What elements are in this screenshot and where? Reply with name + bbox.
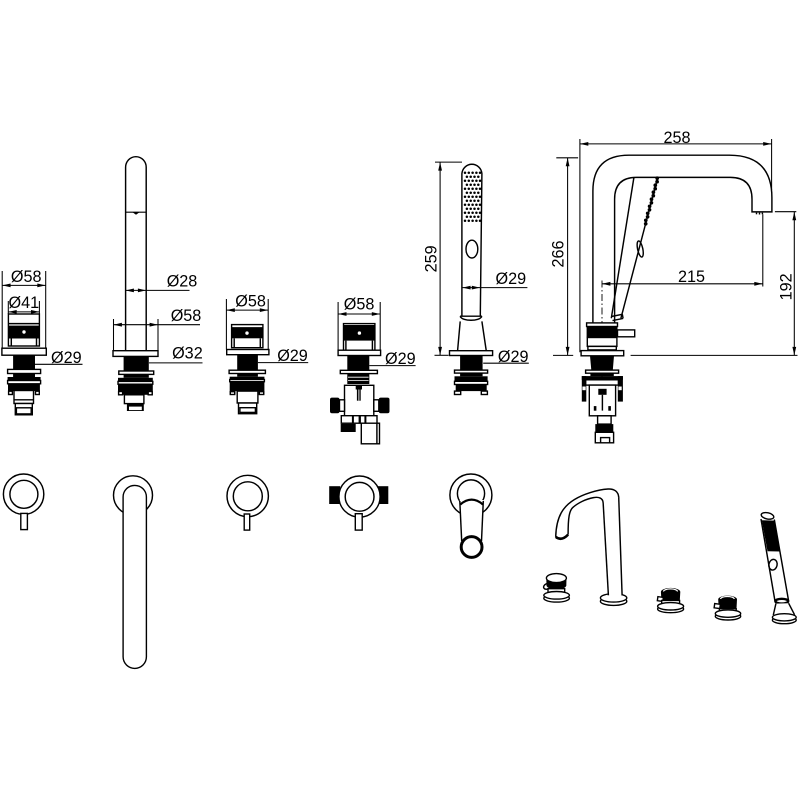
- svg-text:258: 258: [663, 129, 690, 147]
- svg-text:Ø58: Ø58: [235, 292, 266, 310]
- svg-text:Ø28: Ø28: [167, 272, 198, 290]
- svg-text:Ø29: Ø29: [51, 349, 82, 367]
- svg-text:Ø41: Ø41: [8, 294, 39, 312]
- svg-text:Ø29: Ø29: [495, 270, 526, 288]
- svg-text:Ø32: Ø32: [172, 345, 203, 363]
- svg-text:Ø29: Ø29: [277, 347, 308, 365]
- svg-text:266: 266: [549, 240, 567, 267]
- svg-text:Ø58: Ø58: [171, 307, 202, 325]
- svg-text:192: 192: [778, 273, 796, 300]
- svg-text:Ø58: Ø58: [11, 268, 42, 286]
- svg-text:259: 259: [422, 245, 440, 272]
- svg-text:215: 215: [678, 268, 705, 286]
- svg-text:Ø58: Ø58: [344, 296, 375, 314]
- svg-text:Ø29: Ø29: [498, 348, 529, 366]
- svg-text:Ø29: Ø29: [385, 350, 416, 368]
